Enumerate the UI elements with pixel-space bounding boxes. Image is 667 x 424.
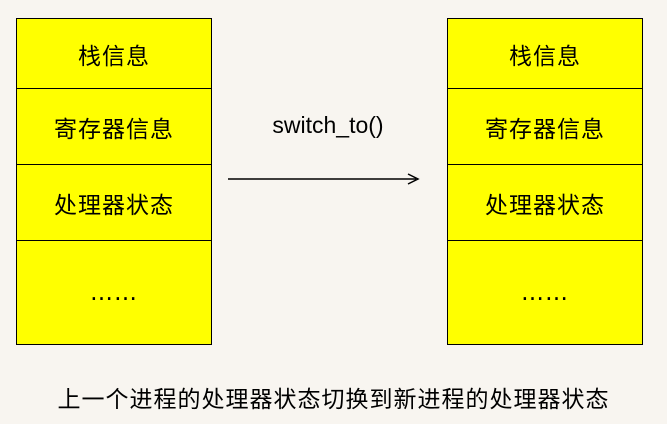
right-stack-info-cell: 栈信息 (448, 19, 642, 89)
right-process-stack: 栈信息 寄存器信息 处理器状态 …… (447, 18, 643, 345)
left-ellipsis-cell: …… (90, 279, 138, 306)
switch-to-label: switch_to() (272, 112, 384, 138)
diagram-caption: 上一个进程的处理器状态切换到新进程的处理器状态 (57, 387, 610, 413)
left-processor-state-cell: 处理器状态 (17, 165, 211, 241)
left-register-info-cell: 寄存器信息 (17, 89, 211, 165)
left-process-stack: 栈信息 寄存器信息 处理器状态 …… (16, 18, 212, 345)
arrow-right-icon (228, 173, 420, 185)
right-register-info-cell: 寄存器信息 (448, 89, 642, 165)
left-stack-info-cell: 栈信息 (17, 19, 211, 89)
right-processor-state-cell: 处理器状态 (448, 165, 642, 241)
right-ellipsis-cell: …… (521, 279, 569, 306)
